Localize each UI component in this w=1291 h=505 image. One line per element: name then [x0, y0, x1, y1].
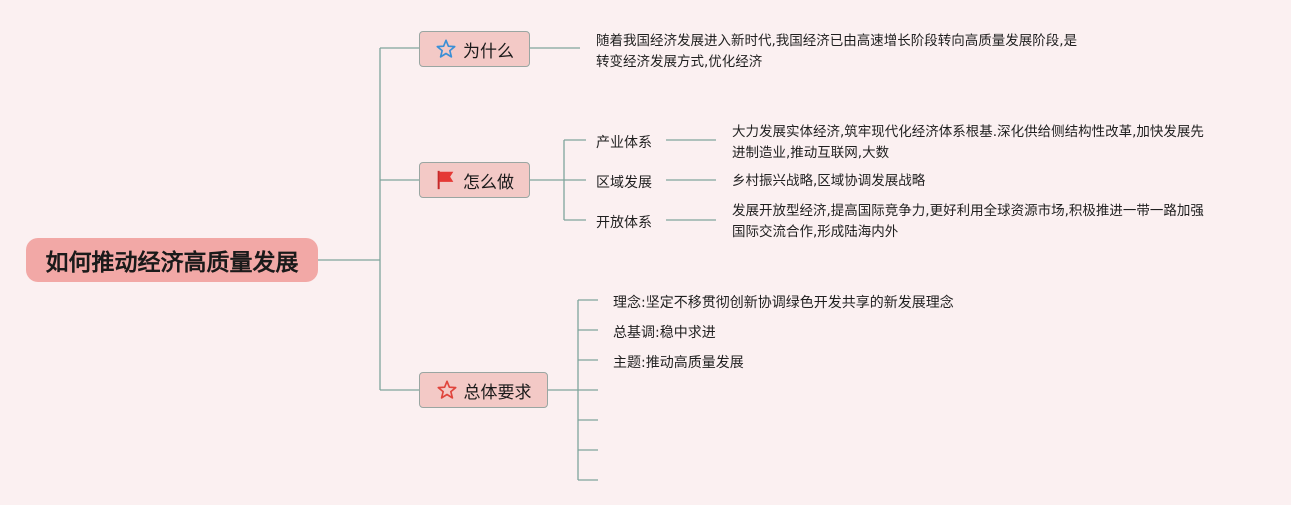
how-item-industry[interactable]: 产业体系 [596, 135, 652, 151]
requirement-tone[interactable]: 总基调:稳中求进 [613, 325, 716, 341]
root-label: 如何推动经济高质量发展 [45, 250, 299, 276]
industry-text: 大力发展实体经济,筑牢现代化经济体系根基.深化供给侧结构性改革,加快发展先 进制… [732, 122, 1204, 164]
why-description: 随着我国经济发展进入新时代,我国经济已由高速增长阶段转向高质量发展阶段,是 转变… [596, 31, 1077, 73]
how-item-open[interactable]: 开放体系 [596, 215, 652, 231]
requirement-theme[interactable]: 主题:推动高质量发展 [613, 355, 744, 371]
branch-how-label: 怎么做 [463, 172, 514, 193]
industry-text-line: 大力发展实体经济,筑牢现代化经济体系根基.深化供给侧结构性改革,加快发展先 [732, 124, 1204, 140]
branch-why[interactable]: 为什么 [419, 31, 530, 67]
why-description-line: 转变经济发展方式,优化经济 [596, 54, 763, 70]
region-text: 乡村振兴战略,区域协调发展战略 [732, 171, 925, 192]
branch-requirements[interactable]: 总体要求 [419, 372, 548, 408]
open-text-line: 国际交流合作,形成陆海内外 [732, 224, 899, 240]
open-text: 发展开放型经济,提高国际竞争力,更好利用全球资源市场,积极推进一带一路加强 国际… [732, 201, 1204, 243]
why-description-line: 随着我国经济发展进入新时代,我国经济已由高速增长阶段转向高质量发展阶段,是 [596, 33, 1078, 49]
how-item-region[interactable]: 区域发展 [596, 175, 652, 191]
industry-text-line: 进制造业,推动互联网,大数 [732, 145, 890, 161]
branch-requirements-label: 总体要求 [463, 382, 532, 403]
red-flag-icon [437, 170, 454, 190]
requirement-concept[interactable]: 理念:坚定不移贯彻创新协调绿色开发共享的新发展理念 [613, 295, 954, 311]
region-text-line: 乡村振兴战略,区域协调发展战略 [732, 173, 926, 189]
root-node[interactable]: 如何推动经济高质量发展 [26, 238, 318, 282]
open-text-line: 发展开放型经济,提高国际竞争力,更好利用全球资源市场,积极推进一带一路加强 [732, 203, 1204, 219]
star-outline-blue-icon [436, 39, 456, 58]
branch-why-label: 为什么 [463, 41, 514, 62]
star-outline-red-icon [436, 380, 457, 399]
branch-how[interactable]: 怎么做 [419, 162, 530, 198]
